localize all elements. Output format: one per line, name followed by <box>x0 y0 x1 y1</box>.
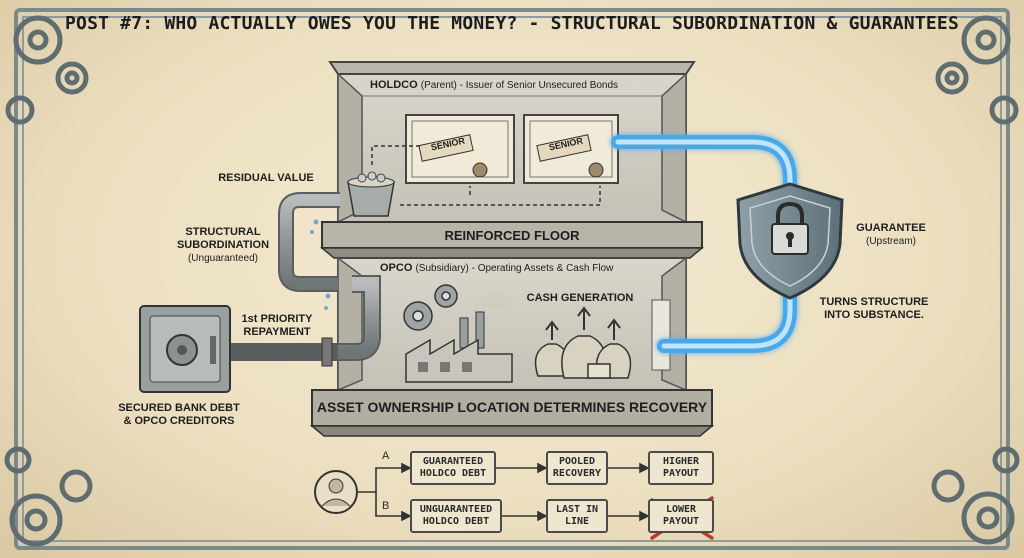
reinforced-floor-slab <box>319 221 705 259</box>
flow-arrow <box>371 145 601 206</box>
opco-label: OPCO (Subsidiary) - Operating Assets & C… <box>380 262 670 275</box>
gear-icon <box>935 15 1019 125</box>
structural-subordination-label: STRUCTURAL SUBORDINATION (Unguaranteed) <box>168 226 278 265</box>
guarantee-label: GUARANTEE (Upstream) <box>836 222 946 248</box>
opco-name: OPCO <box>380 262 413 274</box>
flow-box-lower-payout: LOWER PAYOUT <box>648 499 714 533</box>
factory-icon <box>405 295 513 383</box>
gear-icon <box>931 446 1020 545</box>
pipe-icon <box>228 192 381 367</box>
flow-arrow <box>545 306 621 340</box>
asset-ownership-label: ASSET OWNERSHIP LOCATION DETERMINES RECO… <box>316 399 708 415</box>
guarantee-sub: (Upstream) <box>865 236 916 247</box>
gear-icon <box>4 446 93 547</box>
safe-icon <box>139 305 231 393</box>
turns-line-1: TURNS STRUCTURE <box>819 296 929 308</box>
secured-line-1: SECURED BANK DEBT <box>118 402 240 414</box>
priority-line-1: 1st PRIORITY <box>241 313 313 325</box>
structural-sub: (Unguaranteed) <box>187 253 259 264</box>
structural-line-2: SUBORDINATION <box>176 239 270 251</box>
flow-box-higher-payout: HIGHER PAYOUT <box>648 451 714 485</box>
holdco-name: HOLDCO <box>370 79 418 91</box>
structural-line-1: STRUCTURAL <box>185 226 261 238</box>
turns-line-2: INTO SUBSTANCE. <box>824 309 924 321</box>
cash-generation-label: CASH GENERATION <box>526 292 634 304</box>
bucket-icon <box>347 171 395 217</box>
holdco-description: (Parent) - Issuer of Senior Unsecured Bo… <box>420 80 619 91</box>
gear-icon <box>5 15 89 125</box>
certificate-icon <box>405 114 515 184</box>
flow-box-pooled-recovery: POOLED RECOVERY <box>546 451 608 485</box>
inner-border <box>22 16 1002 542</box>
certificate-icon <box>523 114 619 184</box>
flow-box-unguaranteed-holdco-debt: UNGUARANTEED HOLDCO DEBT <box>410 499 502 533</box>
outer-border <box>14 8 1010 550</box>
foundation-base <box>309 389 715 437</box>
holdco-label: HOLDCO (Parent) - Issuer of Senior Unsec… <box>370 79 660 92</box>
first-priority-label: 1st PRIORITY REPAYMENT <box>232 313 322 339</box>
reinforced-floor-label: REINFORCED FLOOR <box>444 228 580 243</box>
money-bag-icon <box>534 335 632 379</box>
opco-description: (Subsidiary) - Operating Assets & Cash F… <box>415 263 614 274</box>
secured-line-2: & OPCO CREDITORS <box>123 415 235 427</box>
residual-value-label: RESIDUAL VALUE <box>218 172 314 184</box>
guarantee-title: GUARANTEE <box>856 222 926 234</box>
turns-structure-label: TURNS STRUCTURE INTO SUBSTANCE. <box>804 296 944 322</box>
flow-arrow <box>401 462 650 522</box>
secured-bank-debt-label: SECURED BANK DEBT & OPCO CREDITORS <box>104 402 254 428</box>
branch-b-label: B <box>382 500 390 512</box>
flow-box-last-in-line: LAST IN LINE <box>546 499 608 533</box>
gear-icon <box>403 284 458 331</box>
priority-line-2: REPAYMENT <box>243 326 311 338</box>
decision-branch-lines <box>358 467 410 517</box>
padlock-icon <box>771 201 809 255</box>
flow-box-guaranteed-holdco-debt: GUARANTEED HOLDCO DEBT <box>410 451 496 485</box>
branch-a-label: A <box>382 450 390 462</box>
person-icon <box>314 470 358 514</box>
page-title: POST #7: WHO ACTUALLY OWES YOU THE MONEY… <box>65 13 959 34</box>
